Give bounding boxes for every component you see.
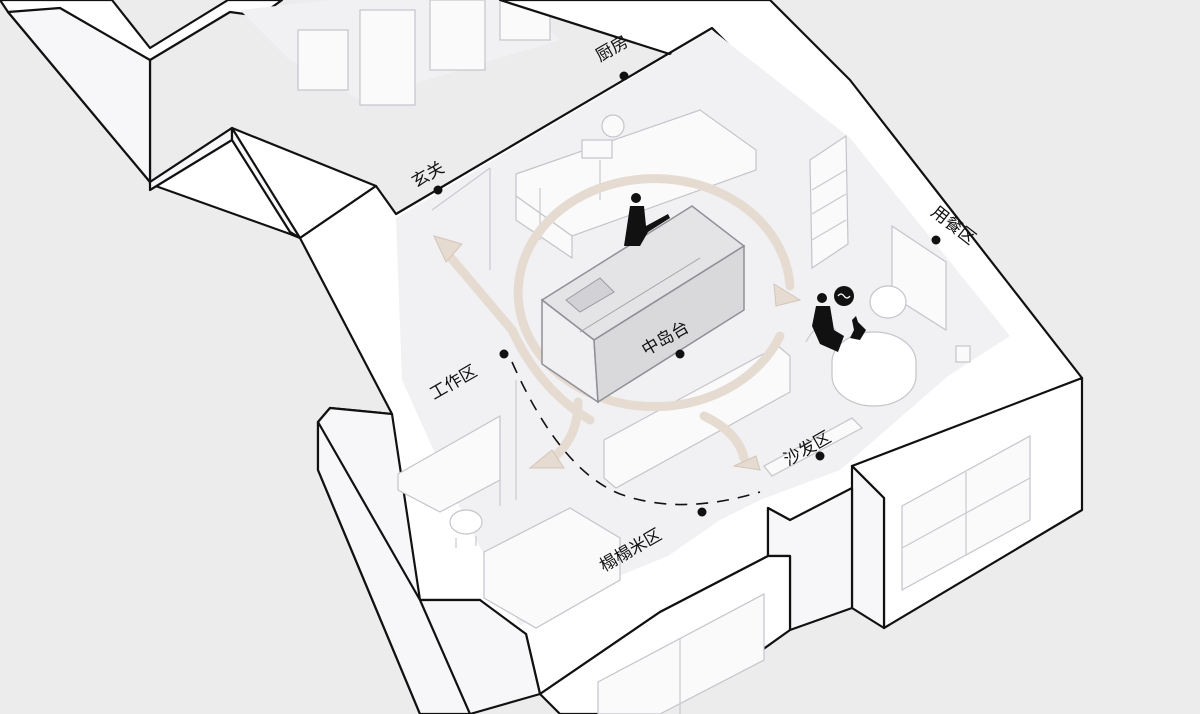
windows [597, 434, 1031, 714]
seated-person-icon [812, 293, 844, 352]
label-dots [433, 71, 941, 517]
person-figure-icon [624, 193, 670, 246]
upper-left-wing [0, 0, 560, 240]
speech-bubble-icon [834, 286, 854, 306]
cat-icon [850, 316, 866, 340]
tatami-boundary [511, 361, 761, 506]
flow-arrowheads [433, 235, 802, 471]
dining-furniture [805, 224, 971, 407]
kitchen-island [540, 205, 746, 404]
